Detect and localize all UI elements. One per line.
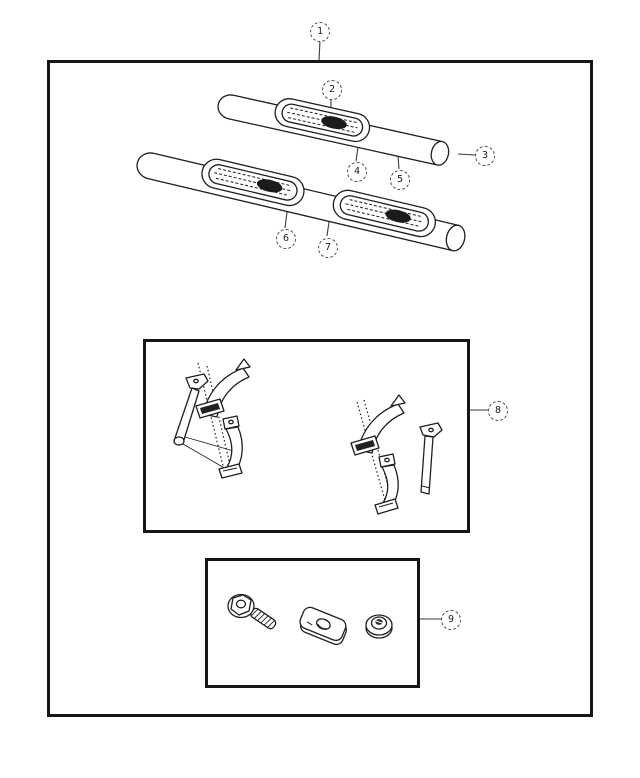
callout-9: 9 bbox=[441, 610, 461, 630]
bracket-kit-box bbox=[143, 339, 470, 533]
hardware-flange-nut bbox=[365, 614, 393, 639]
hardware-slot-plate bbox=[299, 606, 347, 646]
callout-5: 5 bbox=[390, 170, 410, 190]
callout-1: 1 bbox=[310, 22, 330, 42]
curved-bracket-upper bbox=[195, 358, 251, 419]
callout-6: 6 bbox=[276, 229, 296, 249]
hardware-kit-box bbox=[205, 558, 420, 688]
callout-2: 2 bbox=[322, 80, 342, 100]
leader-4 bbox=[355, 146, 359, 162]
leader-5 bbox=[397, 155, 400, 170]
step-pad-rear bbox=[332, 189, 436, 238]
curved-bracket-upper bbox=[350, 394, 406, 456]
callout-4: 4 bbox=[347, 162, 367, 182]
tube-end-cap bbox=[430, 140, 450, 166]
leader-7 bbox=[326, 221, 330, 237]
bolt-head bbox=[227, 593, 255, 619]
bolt-shank bbox=[250, 607, 277, 630]
bracket-set-left bbox=[173, 358, 251, 479]
side-step-tube-lower bbox=[136, 152, 466, 252]
support-strut bbox=[173, 373, 209, 446]
leader-6 bbox=[284, 211, 288, 229]
tube-end-cap bbox=[445, 224, 466, 252]
callout-3: 3 bbox=[475, 146, 495, 166]
side-step-tube-upper bbox=[217, 94, 450, 166]
leader-1 bbox=[318, 40, 321, 61]
guide-lines bbox=[182, 436, 238, 471]
support-strut bbox=[419, 422, 443, 495]
callout-7: 7 bbox=[318, 238, 338, 258]
curved-bracket-lower bbox=[374, 453, 399, 515]
curved-bracket-lower bbox=[218, 415, 243, 479]
callout-8: 8 bbox=[488, 401, 508, 421]
leader-3 bbox=[457, 153, 476, 156]
step-pad-front bbox=[201, 158, 305, 207]
bracket-set-right bbox=[350, 394, 443, 515]
kit-boundary-box bbox=[47, 60, 593, 717]
hardware-bolt bbox=[227, 593, 277, 630]
step-pad bbox=[274, 98, 371, 143]
